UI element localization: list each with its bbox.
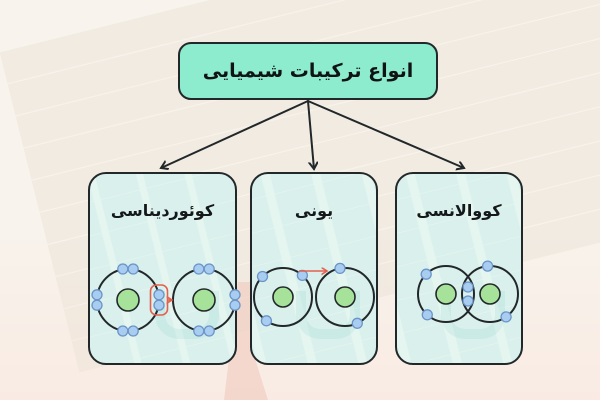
title-box: انواع ترکیبات شیمیایی: [178, 42, 438, 100]
card-covalent-label: کووالانسی: [416, 201, 502, 220]
card-coordination-label: کوئوردیناسی: [110, 201, 215, 220]
watermark-text-shape: [155, 291, 219, 339]
card-ionic-label: یونی: [294, 201, 334, 220]
card-covalent: کووالانسی: [395, 172, 523, 365]
card-ionic: یونی: [250, 172, 378, 365]
title-label: انواع ترکیبات شیمیایی: [202, 60, 414, 82]
card-coordination: کوئوردیناسی: [88, 172, 237, 365]
watermark-text-shape: [296, 291, 360, 339]
watermark-text-shape: [441, 291, 505, 339]
